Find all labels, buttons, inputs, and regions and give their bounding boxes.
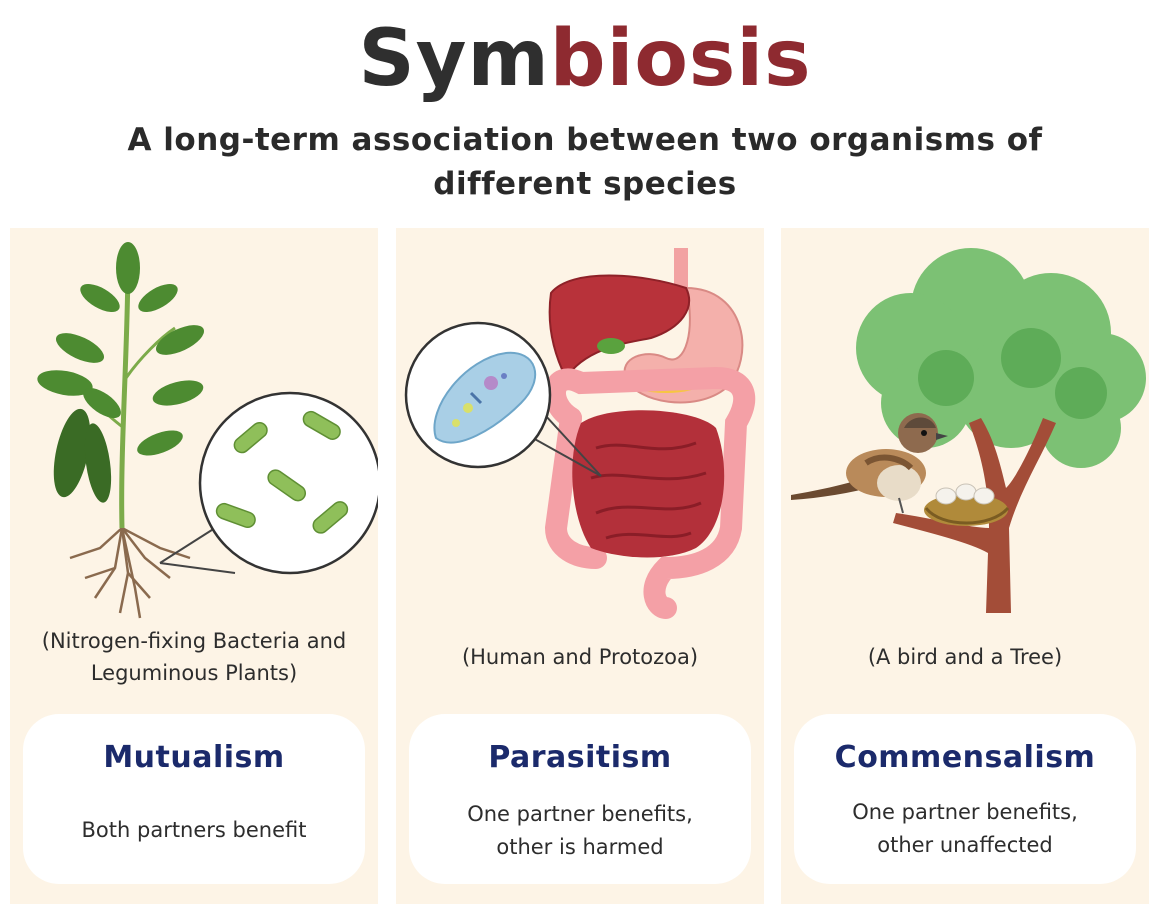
digestive-system-icon — [404, 248, 756, 619]
caption-commensalism: (A bird and a Tree) — [781, 641, 1149, 673]
subtitle-line-1: A long-term association between two orga… — [127, 122, 1043, 158]
panel-parasitism: (Human and Protozoa) Parasitism One part… — [396, 228, 764, 904]
subtitle: A long-term association between two orga… — [60, 118, 1110, 206]
caption-line: (Human and Protozoa) — [461, 645, 699, 669]
title-part-biosis: biosis — [549, 14, 812, 104]
card-commensalism: Commensalism One partner benefits, other… — [794, 714, 1136, 884]
subtitle-line-2: different species — [433, 166, 737, 202]
card-parasitism: Parasitism One partner benefits, other i… — [409, 714, 751, 884]
desc-parasitism: One partner benefits, other is harmed — [409, 798, 751, 864]
panel-mutualism: (Nitrogen-fixing Bacteria and Leguminous… — [10, 228, 378, 904]
desc-commensalism: One partner benefits, other unaffected — [794, 796, 1136, 862]
caption-line: (A bird and a Tree) — [867, 645, 1063, 669]
bird-and-tree-icon — [791, 248, 1146, 613]
card-mutualism: Mutualism Both partners benefit — [23, 714, 365, 884]
caption-parasitism: (Human and Protozoa) — [396, 641, 764, 673]
plant-with-bacteria-icon — [37, 242, 378, 619]
desc-line: One partner benefits, — [467, 802, 693, 826]
panel-commensalism: (A bird and a Tree) Commensalism One par… — [781, 228, 1149, 904]
desc-line: other is harmed — [496, 835, 664, 859]
desc-mutualism: Both partners benefit — [23, 814, 365, 847]
desc-line: One partner benefits, — [852, 800, 1078, 824]
heading-mutualism: Mutualism — [103, 740, 285, 775]
heading-parasitism: Parasitism — [488, 740, 672, 775]
caption-line: Leguminous Plants) — [90, 661, 298, 685]
desc-line: Both partners benefit — [81, 818, 307, 842]
desc-line: other unaffected — [877, 833, 1053, 857]
page-title: Symbiosis — [0, 14, 1170, 104]
caption-mutualism: (Nitrogen-fixing Bacteria and Leguminous… — [10, 625, 378, 689]
caption-line: (Nitrogen-fixing Bacteria and — [41, 629, 347, 653]
heading-commensalism: Commensalism — [834, 740, 1096, 775]
title-part-sym: Sym — [358, 14, 550, 104]
